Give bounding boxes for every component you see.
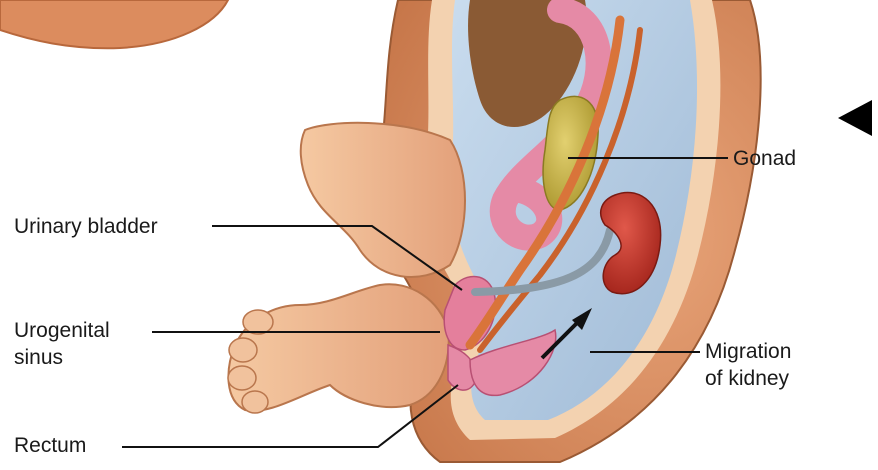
label-of-kidney: of kidney (705, 367, 790, 390)
label-urogenital: Urogenital (14, 319, 110, 342)
label-urinary-bladder: Urinary bladder (14, 215, 158, 238)
label-migration: Migration (705, 340, 791, 363)
head-fragment (0, 0, 228, 48)
label-rectum: Rectum (14, 434, 86, 457)
limb-bud-upper (301, 123, 465, 277)
nav-arrow-left-icon[interactable] (838, 100, 872, 136)
label-sinus: sinus (14, 346, 63, 369)
label-gonad: Gonad (733, 147, 796, 170)
